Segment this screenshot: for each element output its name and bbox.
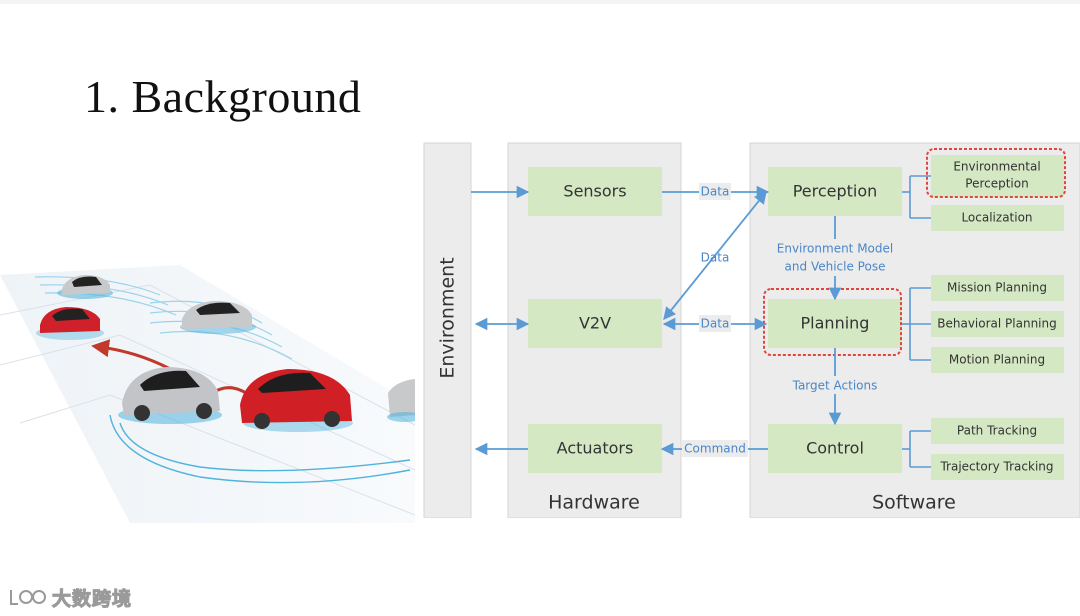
- edge-label-v2v-perception: Data: [701, 251, 730, 265]
- perception-label: Perception: [793, 182, 878, 201]
- watermark-logo-icon: [10, 590, 46, 605]
- motion-planning-block: [931, 347, 1064, 373]
- environment-label: Environment: [437, 257, 459, 378]
- trajectory-tracking-label: Trajectory Tracking: [939, 460, 1053, 474]
- mission-planning-label: Mission Planning: [947, 281, 1047, 295]
- car-silver-center: [118, 367, 222, 424]
- edge-label-env-model-line2: and Vehicle Pose: [785, 260, 886, 274]
- edge-label-control-actuators: Command: [684, 442, 746, 456]
- car-red-left: [36, 307, 104, 340]
- motion-planning-label: Motion Planning: [949, 353, 1045, 367]
- control-block: [768, 424, 902, 473]
- sensors-label: Sensors: [563, 182, 626, 201]
- path-tracking-label: Path Tracking: [957, 424, 1037, 438]
- car-silver-right-edge: [387, 379, 415, 422]
- behavioral-planning-block: [931, 311, 1064, 337]
- localization-label: Localization: [961, 211, 1032, 225]
- env-perception-block: [931, 155, 1064, 197]
- top-strip: [0, 0, 1080, 4]
- watermark-text: 大数跨境: [51, 587, 133, 610]
- control-label: Control: [806, 439, 864, 458]
- path-tracking-block: [931, 418, 1064, 444]
- actuators-block: [528, 424, 662, 473]
- env-perception-highlight: [926, 148, 1066, 198]
- planning-block: [768, 299, 902, 348]
- planning-label: Planning: [801, 314, 870, 333]
- edge-label-bg-1: [699, 183, 731, 200]
- env-perception-line1: Environmental: [953, 160, 1040, 174]
- v2v-to-perception-arrow: [663, 191, 767, 320]
- car-silver-top-right: [180, 301, 256, 334]
- hardware-label: Hardware: [548, 492, 640, 514]
- actuators-label: Actuators: [557, 439, 634, 458]
- car-silver-top-left: [57, 275, 113, 299]
- mission-planning-block: [931, 275, 1064, 301]
- localization-block: [931, 205, 1064, 231]
- car-red-center-right: [240, 369, 353, 432]
- environment-column: [423, 142, 472, 518]
- v2v-block: [528, 299, 662, 348]
- perception-block: [768, 167, 902, 216]
- software-label: Software: [872, 492, 956, 514]
- edge-label-env-model-line1: Environment Model: [777, 242, 893, 256]
- architecture-diagram: Environment Hardware Software Sensors V2…: [423, 142, 1080, 518]
- autonomous-cars-illustration: [0, 265, 415, 523]
- bracket-lines: [902, 175, 931, 468]
- edge-label-sensors-perception: Data: [701, 185, 730, 199]
- watermark: 大数跨境: [8, 584, 132, 610]
- behavioral-planning-label: Behavioral Planning: [937, 317, 1056, 331]
- edge-label-bg-2: [699, 315, 731, 332]
- trajectory-tracking-block: [931, 454, 1064, 480]
- env-perception-line2: Perception: [965, 177, 1028, 191]
- edge-label-bg-3: [682, 440, 748, 457]
- v2v-label: V2V: [579, 314, 611, 333]
- sensors-block: [528, 167, 662, 216]
- slide-title: 1. Background: [84, 71, 362, 122]
- edge-label-target-actions: Target Actions: [792, 379, 878, 393]
- edge-label-v2v-planning: Data: [701, 317, 730, 331]
